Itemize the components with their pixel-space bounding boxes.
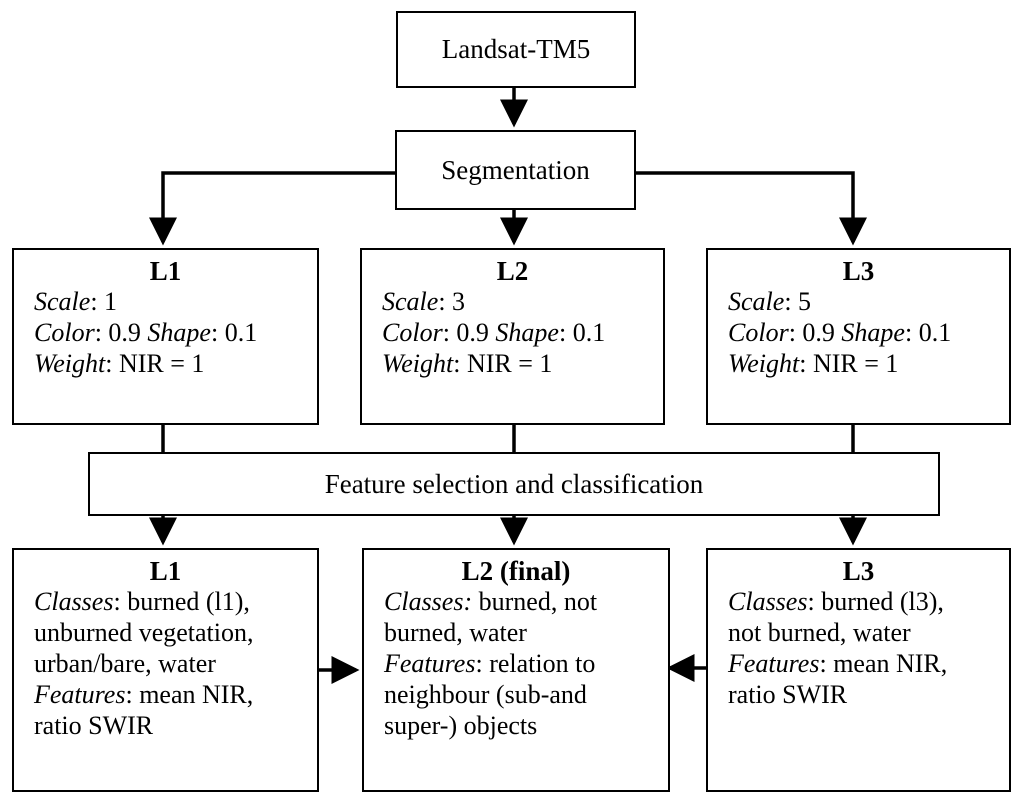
result-line: super-) objects <box>384 711 538 740</box>
result-line: Features: mean NIR, <box>728 649 948 678</box>
result-title: L1 <box>149 556 182 586</box>
color-shape-line: Color: 0.9 Shape: 0.1 <box>382 318 606 347</box>
result-line: ratio SWIR <box>728 680 848 709</box>
arrow-segmentation-to-l1 <box>149 171 395 246</box>
segmentation-label: Segmentation <box>441 154 590 185</box>
result-line: Features: mean NIR, <box>34 680 254 709</box>
scale-line: Scale: 5 <box>728 287 812 316</box>
result-title: L3 <box>842 556 875 586</box>
result-line: burned, water <box>384 618 527 647</box>
result-line: urban/bare, water <box>34 649 216 678</box>
weight-line: Weight: NIR = 1 <box>382 349 553 378</box>
level-l2-box: L2 Scale: 3 Color: 0.9 Shape: 0.1 Weight… <box>360 248 665 425</box>
landsat-box: Landsat-TM5 <box>396 11 636 88</box>
level-title: L3 <box>842 256 875 286</box>
result-l3-box: L3 Classes: burned (l3), not burned, wat… <box>706 548 1011 792</box>
scale-line: Scale: 1 <box>34 287 118 316</box>
weight-line: Weight: NIR = 1 <box>728 349 899 378</box>
result-line: not burned, water <box>728 618 911 647</box>
level-l3-box: L3 Scale: 5 Color: 0.9 Shape: 0.1 Weight… <box>706 248 1011 425</box>
result-line: neighbour (sub-and <box>384 680 587 709</box>
result-title: L2 (final) <box>461 556 571 586</box>
scale-line: Scale: 3 <box>382 287 466 316</box>
segmentation-box: Segmentation <box>395 130 636 210</box>
level-title: L2 <box>496 256 529 286</box>
color-shape-line: Color: 0.9 Shape: 0.1 <box>728 318 952 347</box>
result-line: Features: relation to <box>384 649 596 678</box>
level-title: L1 <box>149 256 182 286</box>
arrow-segmentation-to-l3 <box>636 171 867 246</box>
result-l1-box: L1 Classes: burned (l1), unburned vegeta… <box>12 548 319 792</box>
color-shape-line: Color: 0.9 Shape: 0.1 <box>34 318 258 347</box>
weight-line: Weight: NIR = 1 <box>34 349 205 378</box>
result-line: Classes: burned (l3), <box>728 587 944 616</box>
landsat-label: Landsat-TM5 <box>441 34 591 64</box>
result-line: Classes: burned, not <box>384 587 598 616</box>
result-line: Classes: burned (l1), <box>34 587 250 616</box>
result-line: unburned vegetation, <box>34 618 254 647</box>
feature-selection-label: Feature selection and classification <box>324 468 704 499</box>
level-l1-box: L1 Scale: 1 Color: 0.9 Shape: 0.1 Weight… <box>12 248 319 425</box>
result-l2-final-box: L2 (final) Classes: burned, not burned, … <box>362 548 670 792</box>
feature-selection-box: Feature selection and classification <box>88 452 940 516</box>
result-line: ratio SWIR <box>34 711 154 740</box>
